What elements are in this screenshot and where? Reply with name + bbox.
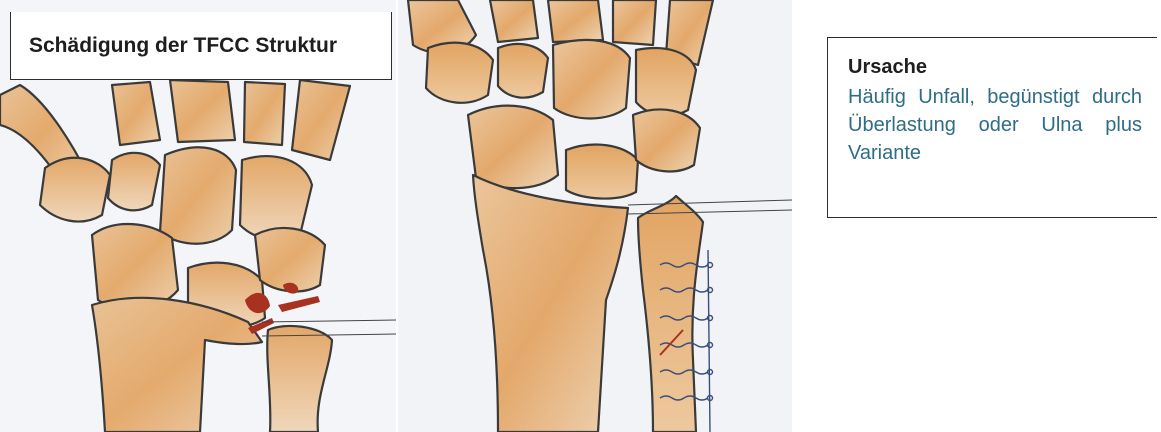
scaphoid	[92, 224, 178, 309]
metacarpal-5	[292, 80, 350, 160]
trapezoid	[108, 153, 160, 211]
page-title: Schädigung der TFCC Struktur	[29, 34, 337, 58]
carpal-3	[553, 40, 630, 119]
pointer-line	[262, 320, 396, 322]
radius	[92, 298, 262, 432]
radius	[473, 175, 628, 432]
wrist-repair-drawing	[398, 0, 792, 432]
metacarpal-d	[613, 0, 656, 45]
metacarpal-3	[170, 80, 235, 142]
right-illustration	[398, 0, 792, 432]
metacarpal-2	[112, 82, 160, 145]
left-illustration: Schädigung der TFCC Struktur	[0, 0, 396, 432]
triquetrum	[255, 228, 325, 291]
cause-info-box: Ursache Häufig Unfall, begünstigt durch …	[827, 37, 1157, 218]
carpal-2	[498, 44, 548, 98]
info-body: Häufig Unfall, begünstigt durch Überlast…	[848, 83, 1142, 167]
metacarpal-b	[490, 0, 538, 42]
carpal-7	[633, 109, 700, 171]
title-box: Schädigung der TFCC Struktur	[10, 12, 392, 80]
trapezium	[40, 158, 110, 222]
capitate	[160, 147, 236, 243]
pointer-line	[628, 200, 792, 205]
carpal-6	[566, 145, 638, 199]
ulna	[267, 326, 332, 432]
carpal-5	[468, 106, 558, 189]
carpal-4	[636, 48, 696, 116]
metacarpal-c	[548, 0, 603, 42]
metacarpal-4	[244, 82, 285, 145]
info-heading: Ursache	[848, 56, 1157, 79]
carpal-1	[426, 43, 493, 103]
